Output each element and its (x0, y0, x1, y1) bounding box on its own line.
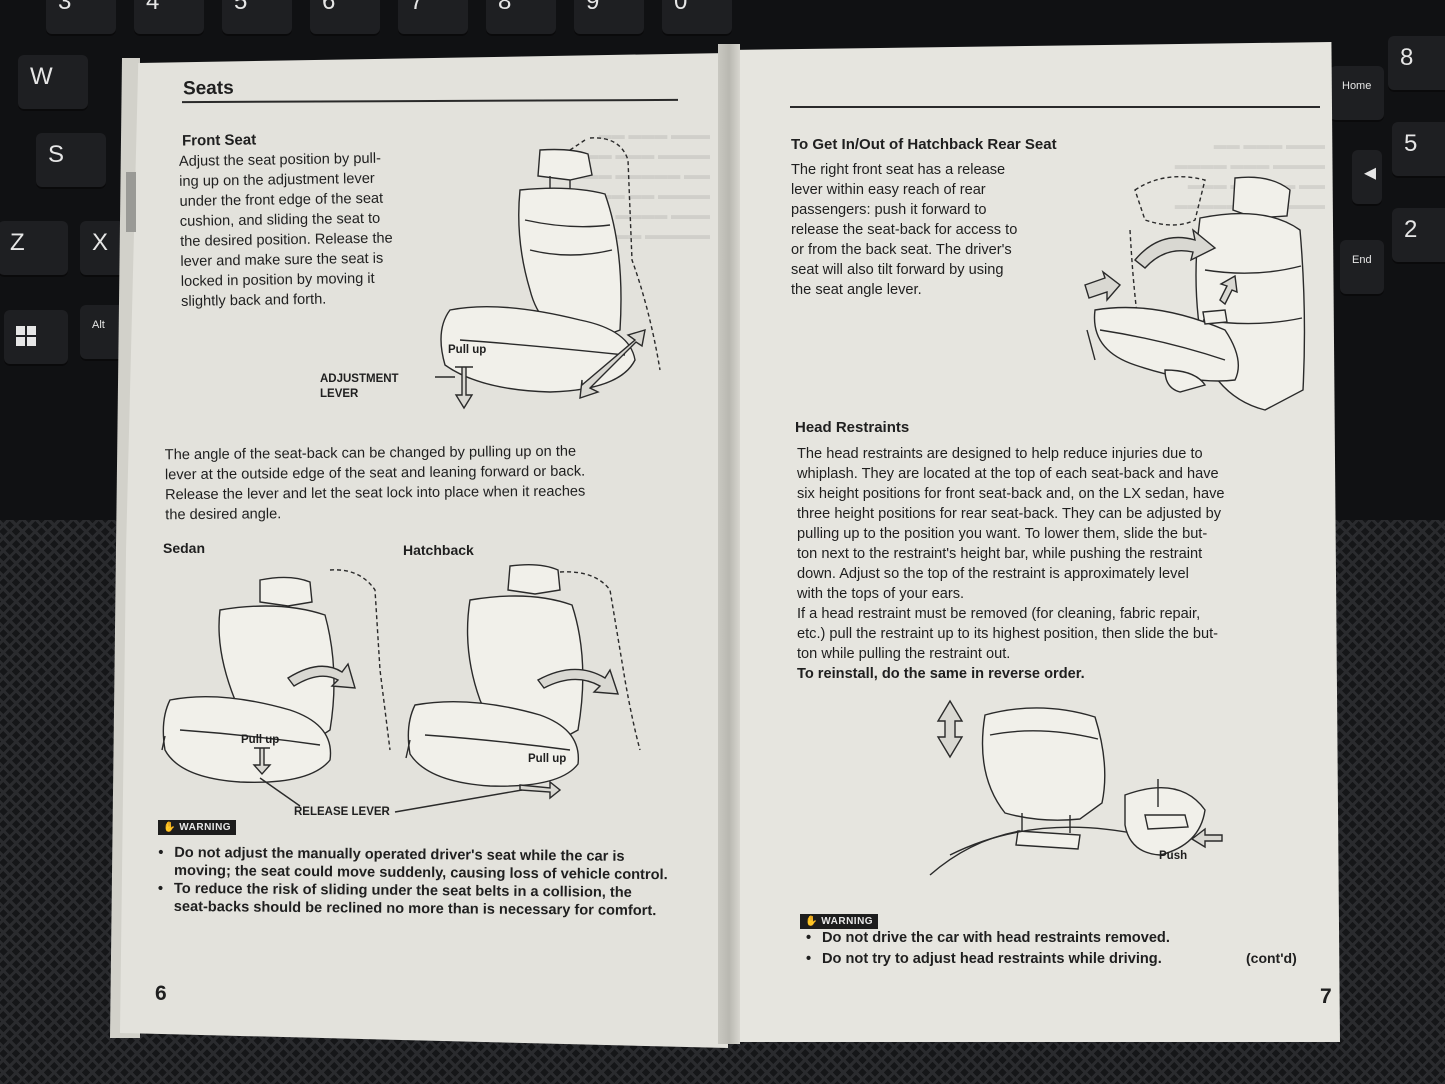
booklet-spine (718, 44, 740, 1044)
front-seat-title: Front Seat (181, 131, 257, 150)
label-release-lever: RELEASE LEVER (294, 806, 390, 818)
keyboard-key: W (18, 55, 88, 111)
keyboard-key: 8 (1388, 36, 1445, 92)
keyboard-key: 2 (1392, 208, 1445, 264)
keyboard-key: 7 (398, 0, 468, 36)
header-rule (790, 106, 1320, 108)
right-warning-list: Do not drive the car with head restraint… (806, 928, 1246, 970)
label-adjustment-lever: ADJUSTMENT LEVER (320, 373, 399, 400)
release-lever-pointer-lines (259, 777, 523, 813)
keyboard-key: 6 (310, 0, 380, 36)
arrow-left-icon: ◂ (1364, 159, 1377, 186)
label-pull-up-sedan: Pull up (241, 734, 280, 746)
head-restraints-title: Head Restraints (795, 419, 910, 436)
warning-badge: ✋ WARNING (158, 820, 237, 835)
warning-item: To reduce the risk of sliding under the … (158, 880, 668, 920)
warning-item: Do not adjust the manually operated driv… (158, 844, 668, 884)
warning-badge: ✋ WARNING (800, 914, 879, 929)
keyboard-key: 9 (574, 0, 644, 36)
keyboard-key: 4 (134, 0, 204, 36)
keyboard-key: 0 (662, 0, 732, 36)
page-header: Seats (182, 77, 234, 100)
hand-icon: ✋ (163, 822, 176, 833)
head-restraint-illustration (929, 699, 1223, 876)
hatchback-rear-seat-illustration (1084, 175, 1306, 411)
left-warning-list: Do not adjust the manually operated driv… (158, 844, 669, 920)
label-pull-up-hatchback: Pull up (528, 753, 567, 765)
hand-icon: ✋ (805, 916, 818, 927)
keyboard-key: 5 (222, 0, 292, 36)
hatchback-seat-illustration (405, 563, 641, 800)
keyboard-key: Z (0, 221, 68, 277)
warning-item: Do not drive the car with head restraint… (806, 928, 1246, 949)
keyboard-key (4, 310, 68, 366)
page-number-right: 7 (1320, 985, 1332, 1008)
front-seat-paragraph: Adjust the seat position by pull- ing up… (178, 150, 393, 310)
warning-item: Do not try to adjust head restraints whi… (806, 949, 1246, 970)
section-tab-mark (126, 172, 136, 232)
keyboard-key: S (36, 133, 106, 189)
keyboard-key: 3 (46, 0, 116, 36)
seat-back-paragraph: The angle of the seat-back can be change… (164, 443, 586, 524)
head-restraints-paragraph: The head restraints are designed to help… (797, 446, 1225, 682)
label-hatchback: Hatchback (403, 542, 474, 558)
page-number-left: 6 (155, 982, 167, 1005)
hatchback-rear-paragraph: The right front seat has a release lever… (791, 162, 1018, 298)
continued-label: (cont'd) (1246, 950, 1297, 966)
keyboard-key: 8 (486, 0, 556, 36)
windows-icon (16, 326, 36, 346)
hatchback-rear-title: To Get In/Out of Hatchback Rear Seat (791, 136, 1057, 153)
front-seat-illustration (435, 137, 661, 410)
keyboard-key: End (1340, 240, 1384, 296)
label-pull-up-front: Pull up (448, 344, 487, 356)
label-sedan: Sedan (163, 540, 206, 556)
keyboard-key: ◂ (1352, 150, 1382, 206)
label-push: Push (1159, 850, 1188, 862)
keyboard-key: 5 (1392, 122, 1445, 178)
sedan-seat-illustration (161, 569, 391, 784)
keyboard-key: Home (1330, 66, 1384, 122)
